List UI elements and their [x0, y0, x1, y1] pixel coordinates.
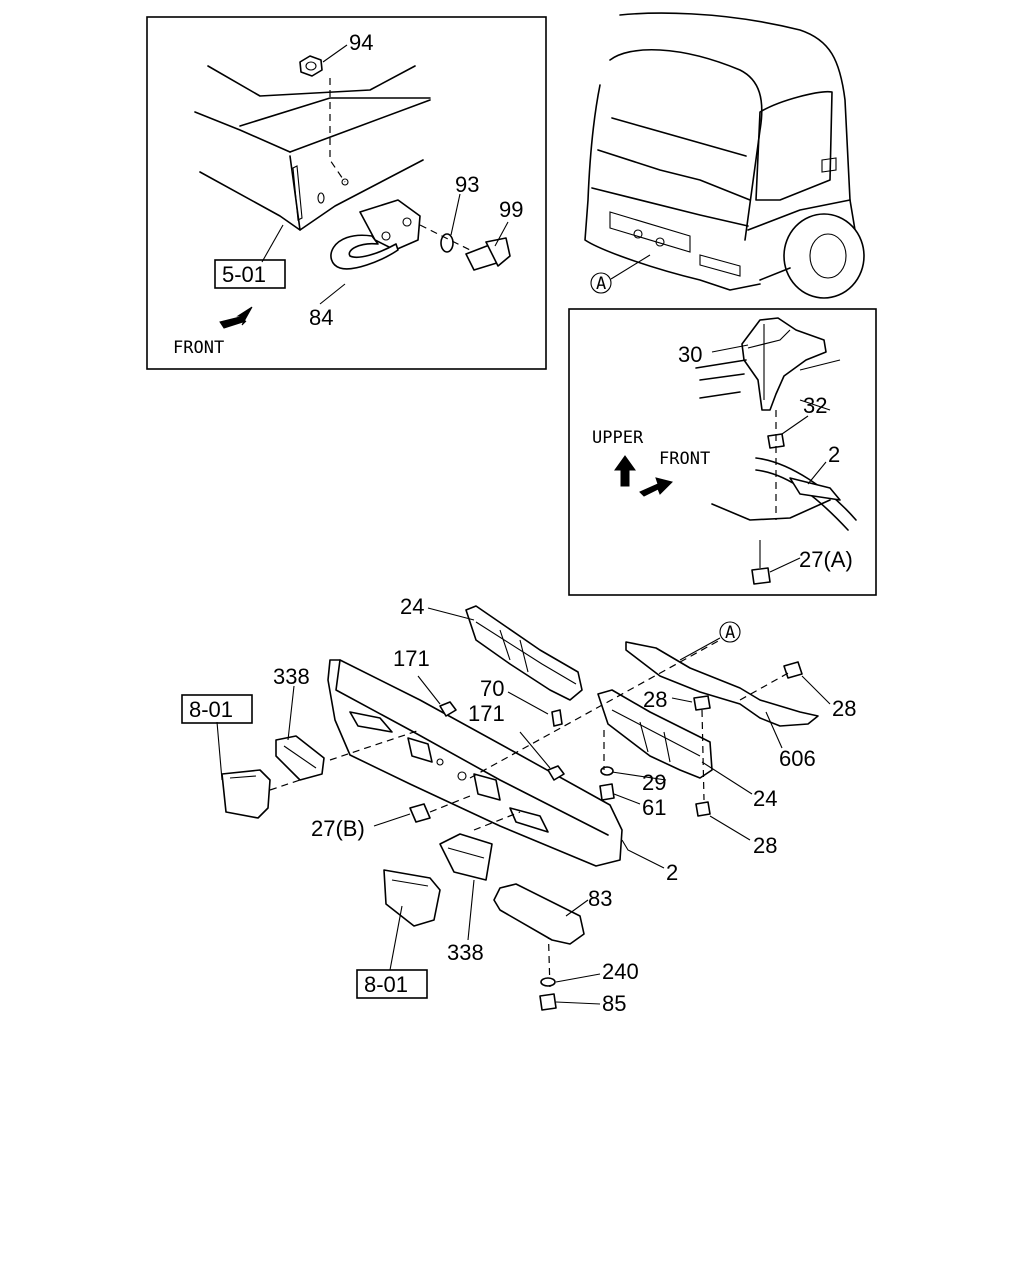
- ref-box-8-01-lower: 8-01: [356, 969, 428, 999]
- callout-30: 30: [678, 342, 702, 367]
- callout-240: 240: [602, 959, 639, 984]
- callout-93: 93: [455, 172, 479, 197]
- tow-hook-inset: [146, 16, 547, 370]
- callout-2-inset: 2: [828, 442, 840, 467]
- ref-5-01-label: 5-01: [222, 262, 266, 287]
- washer-93: [440, 233, 454, 253]
- callout-61: 61: [642, 795, 666, 820]
- lower-bracket-24: [597, 689, 713, 779]
- callout-29: 29: [642, 770, 666, 795]
- callout-32: 32: [803, 393, 827, 418]
- callout-99: 99: [499, 197, 523, 222]
- callout-85: 85: [602, 991, 626, 1016]
- mount-inset-frame: [568, 308, 877, 596]
- nut-171-b: [547, 765, 565, 781]
- callout-24-lower: 24: [753, 786, 777, 811]
- callout-70: 70: [480, 676, 504, 701]
- nut-94: [299, 55, 323, 77]
- truck-cab-view: [584, 12, 865, 299]
- marker-lamp-upper: [221, 735, 325, 819]
- washer-240: [540, 977, 556, 987]
- bolt-28-b: [783, 661, 803, 679]
- callout-338-upper: 338: [273, 664, 310, 689]
- cover-83: [493, 883, 585, 945]
- ref-8-01-lower-label: 8-01: [364, 972, 408, 997]
- view-a-marker-main: [719, 621, 741, 643]
- callout-24-upper: 24: [400, 594, 424, 619]
- callout-606: 606: [779, 746, 816, 771]
- frame-rail: [194, 65, 431, 231]
- view-a-letter-truck: A: [596, 274, 606, 294]
- callout-28-c: 28: [753, 833, 777, 858]
- bolt-28-c: [695, 801, 711, 817]
- mount-inset: [568, 308, 877, 596]
- callout-27a: 27(A): [799, 547, 853, 572]
- callout-28-b: 28: [832, 696, 856, 721]
- bolt-61: [599, 783, 615, 801]
- reference-boxes: 5-01 8-01 8-01: [181, 259, 428, 999]
- view-a-marker-truck: [590, 272, 612, 294]
- callout-94: 94: [349, 30, 373, 55]
- upper-bracket-24: [465, 605, 583, 701]
- upper-label: UPPER: [592, 428, 644, 448]
- front-arrow-2-icon: [639, 477, 673, 497]
- callout-84: 84: [309, 305, 333, 330]
- callout-2-main: 2: [666, 860, 678, 885]
- bolt-99: [465, 237, 511, 271]
- front-arrow-icon: [219, 306, 253, 329]
- callout-83: 83: [588, 886, 612, 911]
- stay-606: [625, 641, 819, 727]
- marker-lamp-lower: [383, 833, 493, 927]
- upper-arrow-icon: [614, 455, 636, 487]
- ref-8-01-upper-label: 8-01: [189, 697, 233, 722]
- nut-171-a: [439, 701, 457, 717]
- bumper-assembly: [216, 605, 831, 1011]
- front-label-2: FRONT: [659, 449, 710, 469]
- view-a-letter-main: A: [725, 623, 735, 643]
- callout-labels: 94 93 99 84 30 32 2 27(A) 24 171 338 70 …: [273, 30, 856, 1016]
- ref-box-8-01-upper: 8-01: [181, 694, 253, 724]
- clip-70: [551, 709, 563, 727]
- ref-box-5-01: 5-01: [214, 259, 286, 289]
- bolt-85: [539, 993, 557, 1011]
- tow-hook-inset-frame: [146, 16, 547, 370]
- callout-27b: 27(B): [311, 816, 365, 841]
- bumper: [327, 659, 623, 867]
- callout-171-a: 171: [393, 646, 430, 671]
- callout-171-b: 171: [468, 701, 505, 726]
- callout-28-a: 28: [643, 687, 667, 712]
- bolt-28-a: [693, 695, 711, 711]
- callout-338-lower: 338: [447, 940, 484, 965]
- front-label-1: FRONT: [173, 338, 224, 358]
- tow-hook: [330, 199, 421, 270]
- bolt-27b: [409, 803, 431, 823]
- washer-29: [600, 766, 614, 776]
